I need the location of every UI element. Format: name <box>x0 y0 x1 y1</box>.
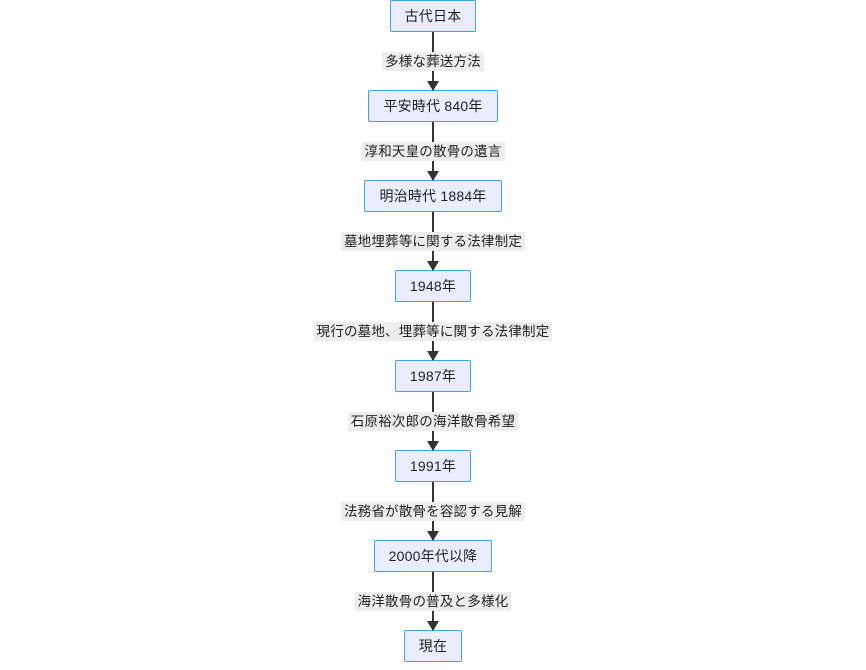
flowchart-node-2000s-onward[interactable]: 2000年代以降 <box>373 540 493 572</box>
flowchart-edge-2: 淳和天皇の散骨の遺言 <box>303 122 563 181</box>
flowchart-edge-3: 墓地埋葬等に関する法律制定 <box>303 212 563 271</box>
flowchart-edge-1: 多様な葬送方法 <box>303 32 563 91</box>
flowchart-node-1987[interactable]: 1987年 <box>394 360 472 392</box>
flowchart-edge-4: 現行の墓地、埋葬等に関する法律制定 <box>303 302 563 361</box>
flowchart-edge-label-5: 石原裕次郎の海洋散骨希望 <box>347 411 519 431</box>
flowchart-node-1948[interactable]: 1948年 <box>394 270 472 302</box>
flowchart-node-heian-840[interactable]: 平安時代 840年 <box>368 90 498 122</box>
flowchart-node-meiji-1884[interactable]: 明治時代 1884年 <box>364 180 502 212</box>
flowchart-edge-label-7: 海洋散骨の普及と多様化 <box>354 591 512 611</box>
flowchart-edge-7: 海洋散骨の普及と多様化 <box>303 572 563 631</box>
flowchart-edge-label-1: 多様な葬送方法 <box>382 51 484 71</box>
flowchart-edge-label-2: 淳和天皇の散骨の遺言 <box>361 141 505 161</box>
flowchart-edge-6: 法務省が散骨を容認する見解 <box>303 482 563 541</box>
flowchart-node-1991[interactable]: 1991年 <box>394 450 472 482</box>
flowchart-edge-5: 石原裕次郎の海洋散骨希望 <box>303 392 563 451</box>
flowchart-node-ancient-japan[interactable]: 古代日本 <box>389 0 477 32</box>
flowchart-edge-label-6: 法務省が散骨を容認する見解 <box>340 501 526 521</box>
flowchart-node-present[interactable]: 現在 <box>403 630 463 662</box>
flowchart-edge-label-3: 墓地埋葬等に関する法律制定 <box>340 231 526 251</box>
flowchart-edge-label-4: 現行の墓地、埋葬等に関する法律制定 <box>313 321 553 341</box>
